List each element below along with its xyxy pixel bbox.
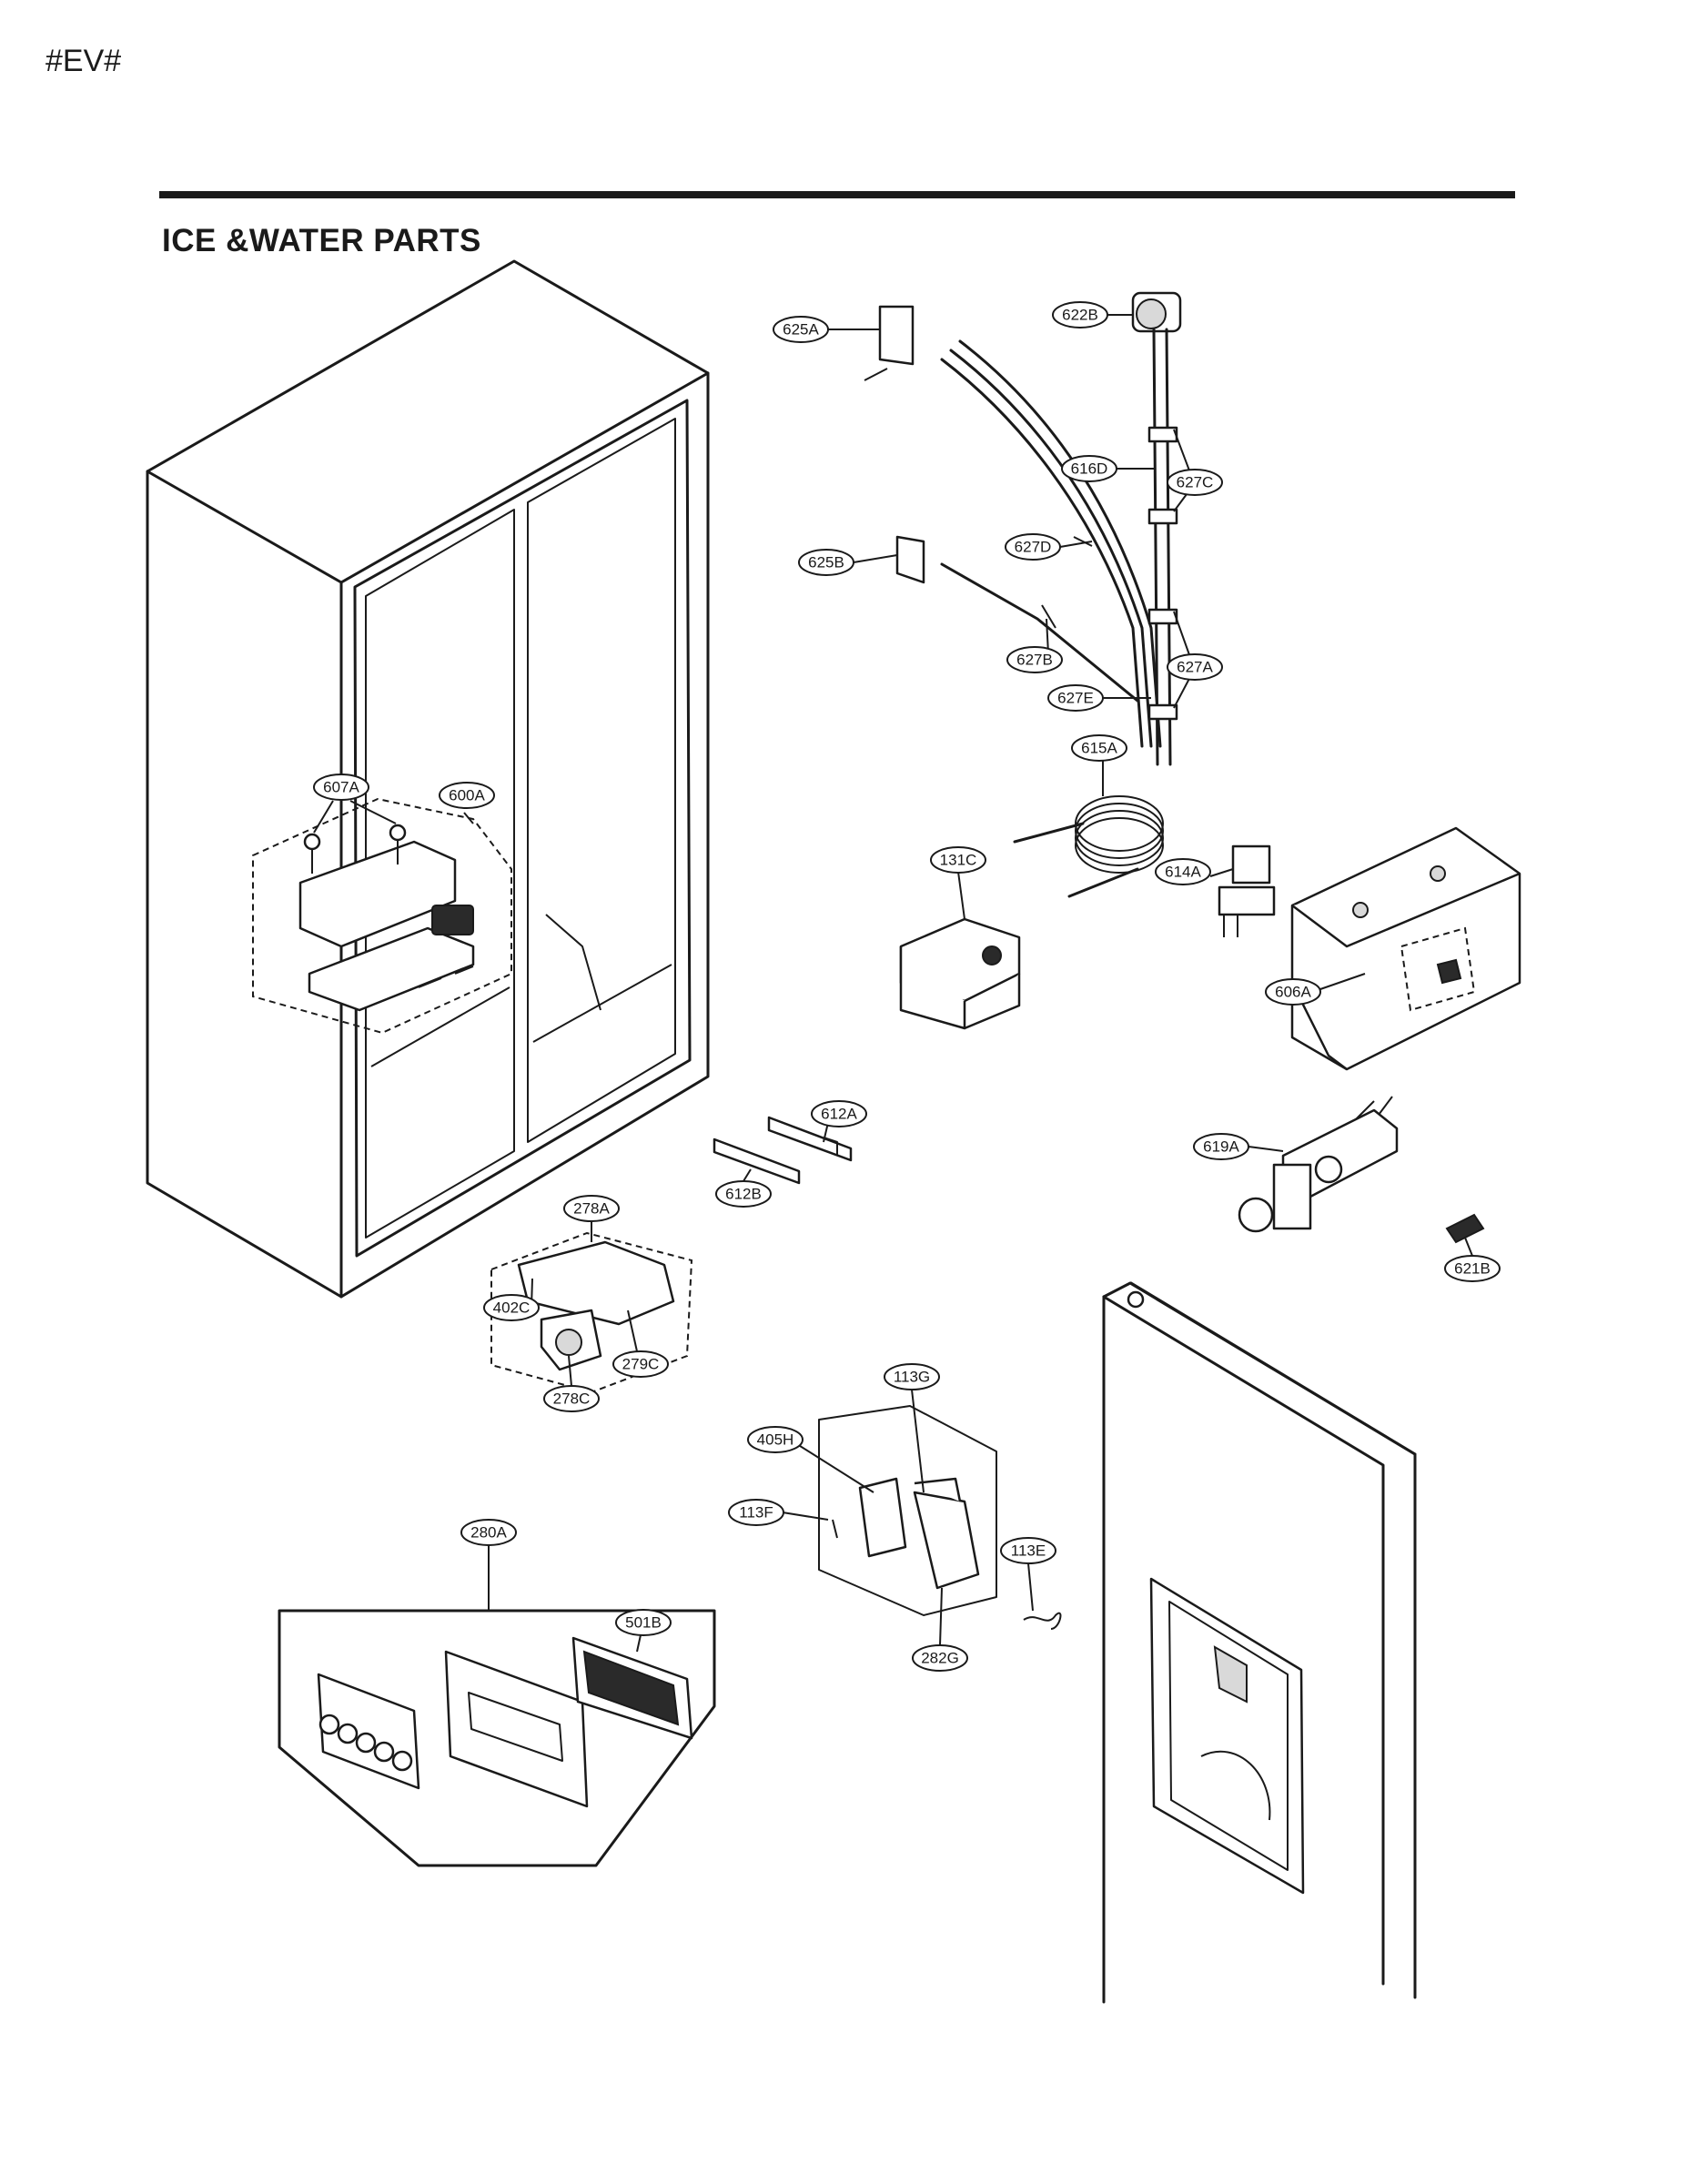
svg-text:627B: 627B: [1016, 652, 1053, 669]
callout-labels: 625A 622B 616D 627C 625B 627D 627B 627A …: [313, 301, 1501, 1672]
part-619a-valve: [1238, 1096, 1399, 1233]
svg-text:625B: 625B: [808, 554, 844, 571]
part-606a-bracket: [1290, 826, 1521, 1071]
refrigerator-cabinet: [146, 259, 710, 1299]
callout-113g: 113G: [884, 1363, 940, 1390]
page-code: #EV#: [45, 44, 122, 78]
svg-text:627E: 627E: [1057, 690, 1094, 707]
callout-614a: 614A: [1155, 858, 1211, 885]
svg-text:614A: 614A: [1165, 864, 1201, 881]
part-131c-funnel: [899, 917, 1021, 1030]
svg-text:612B: 612B: [725, 1186, 762, 1203]
water-tube-assembly: [864, 291, 1182, 766]
svg-text:627C: 627C: [1177, 474, 1214, 491]
callout-625b: 625B: [798, 549, 854, 576]
svg-text:612A: 612A: [821, 1106, 857, 1123]
svg-text:113G: 113G: [894, 1369, 930, 1386]
callout-405h: 405H: [747, 1426, 804, 1453]
callout-612a: 612A: [811, 1100, 867, 1127]
svg-text:113F: 113F: [739, 1504, 773, 1522]
part-612-slides: [713, 1116, 853, 1185]
svg-text:282G: 282G: [921, 1650, 959, 1667]
svg-text:278A: 278A: [573, 1200, 610, 1218]
callout-113f: 113F: [728, 1499, 784, 1526]
callout-622b: 622B: [1052, 301, 1108, 329]
callout-606a: 606A: [1265, 978, 1321, 1006]
svg-text:607A: 607A: [323, 779, 359, 796]
callout-627c: 627C: [1167, 469, 1223, 496]
svg-text:405H: 405H: [757, 1431, 794, 1449]
coiled-water-tube: [1013, 795, 1164, 898]
header-rule: [159, 191, 1515, 198]
svg-text:619A: 619A: [1203, 1138, 1239, 1156]
part-278a-group: [490, 1231, 693, 1394]
callout-627a: 627A: [1167, 653, 1223, 681]
svg-text:627D: 627D: [1015, 539, 1052, 556]
svg-text:131C: 131C: [940, 852, 977, 869]
svg-text:615A: 615A: [1081, 740, 1117, 757]
svg-text:621B: 621B: [1454, 1260, 1491, 1278]
svg-text:402C: 402C: [493, 1299, 531, 1317]
callout-625a: 625A: [773, 316, 829, 343]
callout-612b: 612B: [715, 1180, 772, 1208]
svg-text:606A: 606A: [1275, 984, 1311, 1001]
svg-text:616D: 616D: [1071, 460, 1108, 478]
callout-131c: 131C: [930, 846, 986, 874]
part-621b-fitting: [1445, 1213, 1485, 1244]
callout-278c: 278C: [543, 1385, 600, 1412]
callout-402c: 402C: [483, 1294, 540, 1321]
callout-600a: 600A: [439, 782, 495, 809]
svg-text:113E: 113E: [1011, 1542, 1046, 1560]
svg-text:279C: 279C: [622, 1356, 660, 1373]
callout-616d: 616D: [1061, 455, 1117, 482]
callout-113e: 113E: [1000, 1537, 1056, 1564]
callout-607a: 607A: [313, 774, 369, 801]
svg-text:622B: 622B: [1062, 307, 1098, 324]
page-title: ICE &WATER PARTS: [162, 223, 481, 258]
callout-627b: 627B: [1006, 646, 1063, 673]
callout-627d: 627D: [1005, 533, 1061, 561]
part-113g-group: [818, 1405, 997, 1616]
svg-text:625A: 625A: [783, 321, 819, 339]
callout-615a: 615A: [1071, 734, 1127, 762]
refrigerator-door: [1102, 1281, 1417, 2004]
callout-280a: 280A: [460, 1519, 517, 1546]
callout-282g: 282G: [912, 1644, 968, 1672]
svg-text:501B: 501B: [625, 1614, 662, 1632]
svg-text:278C: 278C: [553, 1390, 591, 1408]
callout-279c: 279C: [612, 1350, 669, 1378]
ice-maker-assembly: [252, 797, 512, 1035]
callout-627e: 627E: [1047, 684, 1104, 712]
callout-621b: 621B: [1444, 1255, 1501, 1282]
part-280a-panel-group: [278, 1609, 716, 1867]
callout-619a: 619A: [1193, 1133, 1249, 1160]
svg-text:627A: 627A: [1177, 659, 1213, 676]
callout-501b: 501B: [615, 1609, 672, 1636]
callout-278a: 278A: [563, 1195, 620, 1222]
svg-text:600A: 600A: [449, 787, 485, 804]
svg-text:280A: 280A: [470, 1524, 507, 1542]
part-614a-valve: [1218, 844, 1276, 937]
part-113e-spring: [1023, 1612, 1062, 1630]
